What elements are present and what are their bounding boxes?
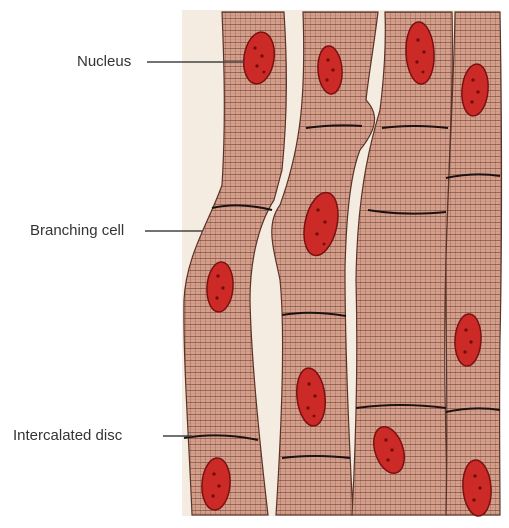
intercalated-disc-label: Intercalated disc	[13, 427, 122, 444]
nucleus-label: Nucleus	[77, 53, 131, 70]
branching-cell-label: Branching cell	[30, 222, 124, 239]
